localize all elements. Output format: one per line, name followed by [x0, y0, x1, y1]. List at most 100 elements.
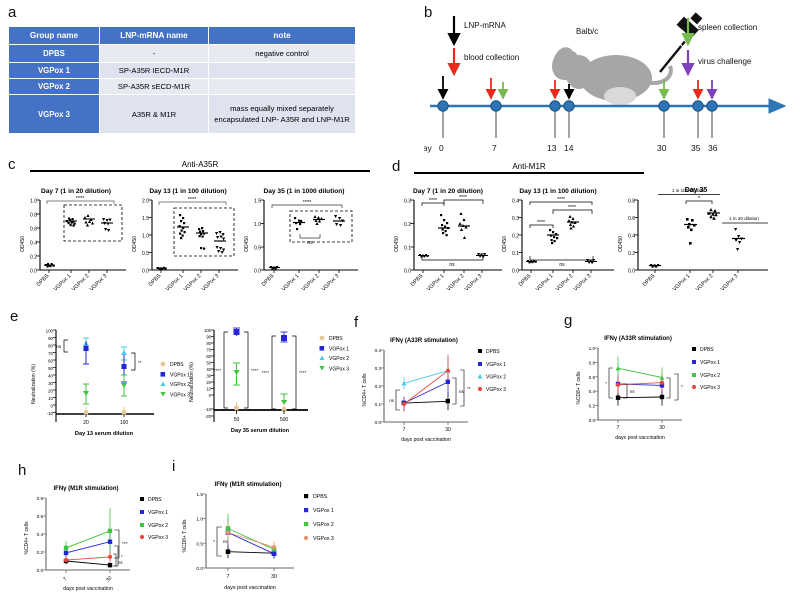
e2-ytick-7: 50: [206, 361, 211, 366]
d3-ytick-1: 0.2: [628, 251, 635, 257]
panel-h-chart: IFNγ (M1R stimulation) %CD4+ T cells 0.0…: [14, 478, 192, 603]
e1-legend-2: VGPox 2: [170, 382, 190, 388]
c3-xtick-0: DPBS: [261, 273, 276, 288]
g-xtick-0: 7: [617, 425, 620, 431]
g-legend-3: VGPox 3: [700, 385, 720, 391]
g-line-dpbs: [617, 396, 663, 399]
col-note: note: [209, 27, 355, 44]
cell-note-vgpox3: mass equally mixed separately encapsulat…: [209, 95, 355, 134]
e1-ylabel: Neutralization (%): [31, 364, 37, 404]
f-line-vgpox3: [403, 370, 449, 405]
d1-ytick-2: 0.2: [404, 222, 411, 228]
d2-sig-b: ****: [568, 205, 576, 211]
e2-ytick-9: 70: [206, 348, 211, 353]
f-line-vgpox1: [403, 381, 449, 404]
d3-title: Day 35: [685, 187, 708, 194]
panel-a-group-table: Group name LNP-mRNA name note DPBS - neg…: [8, 26, 356, 134]
e2-ytick-0: -20: [205, 414, 212, 419]
e2-legend: DPBS VGPox 1 VGPox 2 VGPox 3: [319, 335, 349, 373]
e1-group-20: [83, 337, 89, 417]
d1-ytick-0: 0.0: [404, 269, 411, 275]
h-xtick-0: 7: [62, 576, 68, 582]
f-ytick-4: 0.4: [375, 348, 382, 353]
table-row: VGPox 3 A35R & M1R mass equally mixed se…: [9, 95, 355, 134]
c1-title: Day 7 (1 in 20 dilution): [41, 188, 111, 195]
h-ytick-1: 0.2: [37, 550, 44, 555]
d3-xtick-1: VGPox 1: [672, 273, 692, 293]
h-legend-1: VGPox 1: [148, 510, 168, 516]
f-sig-right: **: [467, 386, 471, 392]
d1-sig-a: ****: [429, 198, 437, 204]
f-xlabel: days post vaccination: [401, 437, 451, 443]
d2-sig-a: ****: [557, 197, 565, 203]
i-xtick-1: 30: [271, 574, 277, 580]
c2-title: Day 13 (1 in 100 dilution): [149, 188, 226, 195]
g-ytick-0: 0.0: [589, 418, 596, 423]
d2-ytick-2: 0.2: [512, 234, 519, 240]
e2-group-50: **** ****: [214, 327, 258, 414]
e1-legend-3: VGPox 3: [170, 393, 190, 399]
i-sig-ns: ns: [223, 539, 228, 544]
d1-xtick-3: VGPox 3: [464, 273, 484, 293]
c2-ytick-3: 1.5: [142, 216, 149, 222]
e1-xtick-0: 20: [83, 420, 89, 426]
e2-ytick-10: 80: [206, 341, 211, 346]
i-sig-left: *: [213, 539, 215, 545]
c3-sig-ns: ns: [307, 240, 313, 246]
c1-xtick-3: VGPox 3: [89, 273, 109, 293]
timeline-nodes: [437, 100, 718, 112]
f-ytick-2: 0.2: [375, 384, 382, 389]
c2-ytick-1: 0.5: [142, 251, 149, 257]
d1-xtick-2: VGPox 2: [446, 273, 466, 293]
g-sig-right: *: [681, 384, 683, 390]
table-row: DPBS - negative control: [9, 45, 355, 63]
c2-ytick-0: 0.0: [142, 269, 149, 275]
c2-ylabel: OD450: [132, 236, 138, 252]
e2-sig-right-1: ****: [251, 368, 258, 373]
cell-mrna-vgpox1: SP-A35R IECD-M1R: [100, 63, 208, 79]
cell-note-vgpox2: [209, 79, 355, 95]
c1-xtick-1: VGPox 1: [53, 273, 73, 293]
e2-ytick-1: -10: [205, 407, 212, 412]
h-sig-top: ***: [122, 541, 128, 547]
d3-ylabel: OD450: [618, 236, 624, 252]
d1-title: Day 7 (1 in 20 dilution): [413, 188, 483, 195]
d1-ytick-3: 0.3: [404, 199, 411, 205]
note-line-2: encapsulated LNP- A35R and LNP-M1R: [214, 115, 350, 125]
legend-label-virus-challenge: virus challenge: [698, 57, 752, 66]
h-xlabel: days post vaccination: [63, 586, 113, 592]
h-line-vgpox1: [65, 541, 111, 554]
i-title: IFNγ (M1R stimulation): [214, 481, 281, 488]
f-line-vgpox2: [403, 370, 449, 384]
e2-ytick-8: 60: [206, 354, 211, 359]
e1-sig-right: **: [138, 360, 142, 365]
g-legend-1: VGPox 1: [700, 360, 720, 366]
e2-legend-0: DPBS: [329, 336, 343, 342]
panel-c-header: Anti-A35R: [30, 160, 370, 173]
i-ylabel: %CD8+ T cells: [182, 519, 188, 553]
d2-xtick-3: VGPox 3: [573, 273, 593, 293]
g-legend-2: VGPox 2: [700, 373, 720, 379]
c3-xtick-2: VGPox 2: [301, 273, 321, 293]
g-line-vgpox3: [617, 382, 663, 386]
f-ytick-3: 0.3: [375, 366, 382, 371]
syringe-icon: [659, 12, 703, 73]
day-tick-13: 13: [547, 143, 557, 153]
table-header-row: Group name LNP-mRNA name note: [9, 27, 355, 44]
panel-e-chart-1: Neutralization (%) 100 90 80 70 60 50 40…: [24, 322, 204, 455]
f-legend-2: VGPox 2: [486, 375, 506, 381]
h-legend-3: VGPox 3: [148, 535, 168, 541]
c2-xtick-3: VGPox 3: [201, 273, 221, 293]
e1-ytick-9: 80: [48, 344, 53, 349]
legend-label-spleen-collection: spleen collection: [698, 23, 757, 32]
e1-ytick-10: 90: [48, 336, 53, 341]
d2-ytick-0: 0.0: [512, 269, 519, 275]
panel-letter-e: e: [10, 308, 19, 325]
e1-ytick-6: 50: [48, 366, 53, 371]
c1-ytick-1: 0.2: [30, 255, 37, 261]
i-legend-0: DPBS: [313, 494, 328, 500]
i-legend: DPBS VGPox 1 VGPox 2 VGPox 3: [303, 494, 334, 542]
i-xtick-0: 7: [227, 574, 230, 580]
e1-ytick-11: 100: [46, 329, 54, 334]
d2-sig-ns: ns: [559, 262, 565, 268]
